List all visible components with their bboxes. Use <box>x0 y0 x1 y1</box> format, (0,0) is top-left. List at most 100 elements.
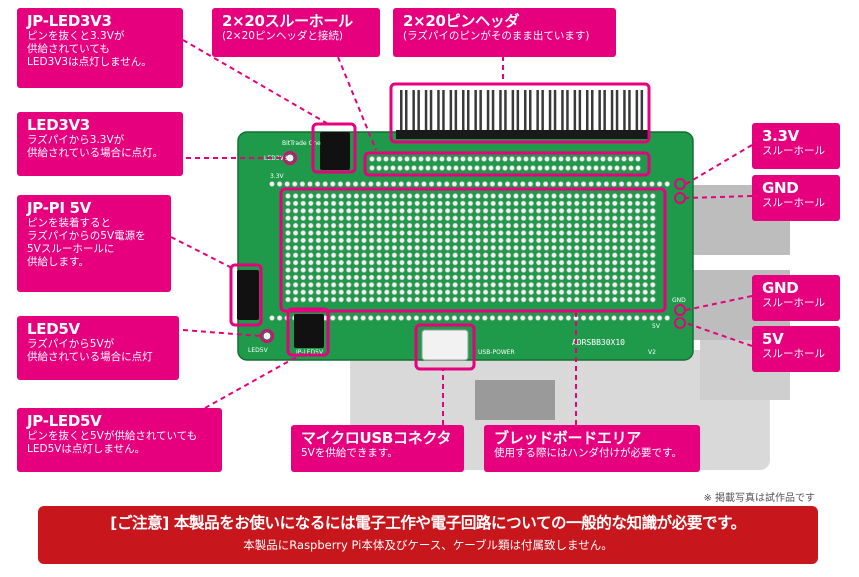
through-hole <box>627 296 633 303</box>
through-hole <box>642 245 648 251</box>
through-hole <box>292 267 299 273</box>
through-hole <box>346 245 352 251</box>
through-hole <box>520 181 526 187</box>
through-hole <box>551 215 557 221</box>
through-hole <box>490 296 496 303</box>
through-hole <box>361 252 367 258</box>
through-hole <box>498 274 504 281</box>
through-hole <box>323 274 329 281</box>
through-hole <box>422 237 428 244</box>
header-pin <box>561 90 564 138</box>
through-hole <box>489 315 496 321</box>
through-hole <box>300 252 306 258</box>
through-hole <box>543 230 550 236</box>
through-hole <box>352 181 359 187</box>
through-hole <box>612 259 618 266</box>
callout-title: JP-PI 5V <box>27 199 91 217</box>
through-hole <box>285 296 291 303</box>
through-hole <box>498 230 504 236</box>
through-hole <box>619 215 626 221</box>
hdmi-port <box>475 380 555 420</box>
through-hole <box>391 208 398 214</box>
through-hole <box>596 230 603 236</box>
through-hole <box>490 274 496 281</box>
silk-model: ADRSBB30X10 <box>572 338 625 347</box>
through-hole <box>391 193 398 199</box>
through-hole <box>361 296 367 303</box>
through-hole <box>292 274 299 281</box>
through-hole <box>475 267 481 273</box>
through-hole <box>505 245 512 251</box>
through-hole <box>612 245 618 251</box>
through-hole <box>384 267 390 273</box>
through-hole <box>619 245 626 251</box>
through-hole <box>513 282 519 288</box>
through-hole <box>360 181 366 187</box>
through-hole <box>650 237 656 244</box>
through-hole <box>586 165 592 171</box>
through-hole <box>452 237 458 244</box>
through-hole <box>543 208 550 214</box>
through-hole <box>338 193 344 199</box>
through-hole <box>543 252 550 258</box>
through-hole <box>399 282 405 288</box>
through-hole <box>368 282 375 288</box>
silk-brand: BitTrade One <box>282 140 321 147</box>
through-hole <box>428 315 435 321</box>
through-hole <box>406 237 413 244</box>
through-hole <box>543 282 550 288</box>
through-hole <box>498 208 504 214</box>
through-hole <box>467 208 474 214</box>
through-hole <box>497 315 503 321</box>
through-hole <box>490 208 496 214</box>
through-hole <box>323 252 329 258</box>
callout-breadboard: ブレッドボードエリア 使用する際にはハンダ付けが必要です。 <box>484 425 700 472</box>
through-hole <box>368 274 375 281</box>
through-hole <box>558 252 565 258</box>
through-hole <box>581 252 588 258</box>
through-hole <box>353 289 360 295</box>
through-hole <box>460 259 466 266</box>
through-hole <box>558 181 564 187</box>
through-hole <box>285 230 291 236</box>
through-hole <box>437 252 443 258</box>
through-hole <box>520 289 527 295</box>
through-hole <box>308 296 314 303</box>
through-hole <box>474 156 480 162</box>
through-hole <box>384 259 390 266</box>
through-hole <box>650 282 656 288</box>
through-hole <box>621 165 627 171</box>
through-hole <box>528 230 534 236</box>
through-hole <box>642 274 648 281</box>
through-hole <box>390 315 397 321</box>
through-hole <box>634 259 641 266</box>
through-hole <box>315 252 322 258</box>
through-hole <box>399 245 405 251</box>
callout-title: JP-LED3V3 <box>27 12 112 30</box>
through-hole <box>604 252 610 258</box>
through-hole <box>353 259 360 266</box>
through-hole <box>650 222 656 229</box>
through-hole <box>551 289 557 295</box>
through-hole <box>528 252 534 258</box>
through-hole <box>399 296 405 303</box>
through-hole <box>315 267 322 273</box>
through-hole <box>467 245 474 251</box>
through-hole <box>530 165 536 171</box>
silk-3v3: 3.3V <box>270 173 285 180</box>
through-hole <box>322 181 328 187</box>
through-hole <box>498 200 504 207</box>
silk-usb: USB-POWER <box>478 349 515 356</box>
through-hole <box>276 181 283 187</box>
through-hole <box>300 274 306 281</box>
through-hole <box>330 230 337 236</box>
through-hole <box>460 208 466 214</box>
through-hole <box>452 289 458 295</box>
through-hole <box>361 282 367 288</box>
through-hole <box>384 200 390 207</box>
through-hole <box>551 296 557 303</box>
through-hole <box>475 296 481 303</box>
through-hole <box>650 245 656 251</box>
through-hole <box>520 282 527 288</box>
callout-title: ブレッドボードエリア <box>494 429 642 447</box>
